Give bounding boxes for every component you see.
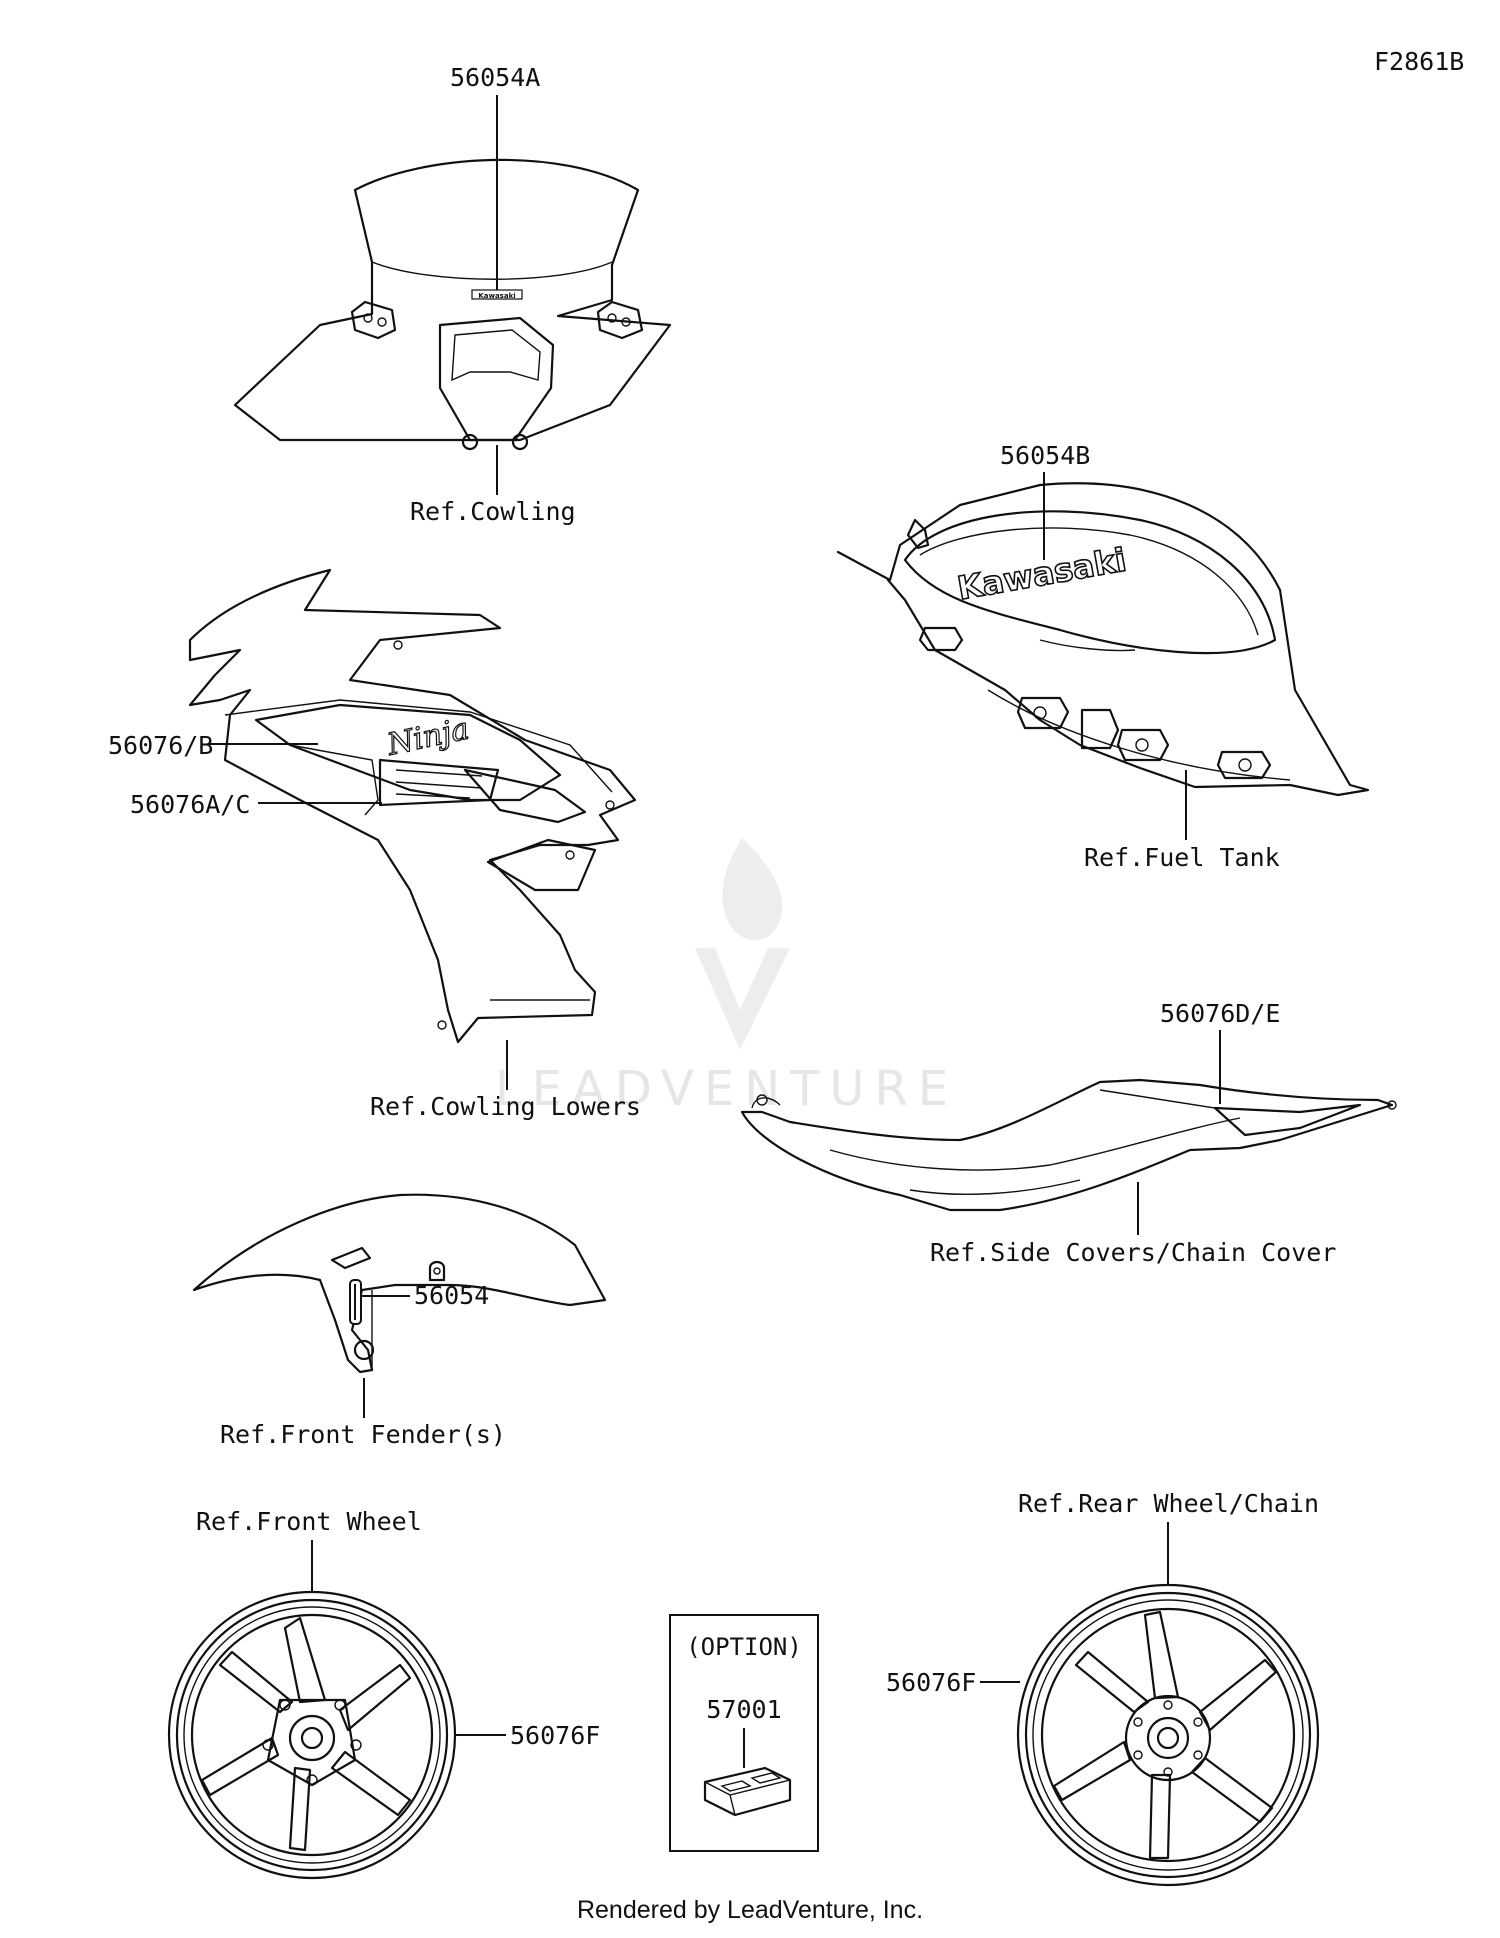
front-fender-illustration [192,1193,607,1374]
callout-tank-part: 56054B [1000,441,1090,470]
watermark-logo [695,838,790,1050]
footer-credit: Rendered by LeadVenture, Inc. [576,1896,924,1924]
callout-windshield-part: 56054A [450,63,540,92]
option-accessory-illustration [703,1766,792,1817]
callout-cowl-ref: Ref.Cowling Lowers [370,1092,641,1121]
callout-sidecover-part: 56076D/E [1160,999,1280,1028]
callout-fender-part: 56054 [414,1281,489,1310]
option-title: (OPTION) [686,1633,802,1661]
windshield-illustration: Kawasaki [233,158,672,451]
option-part: 57001 [706,1695,781,1724]
callout-cowl-part-1: 56076/B [108,731,213,760]
callout-tank-ref: Ref.Fuel Tank [1084,843,1280,872]
option-box [669,1614,819,1852]
front-wheel-illustration [167,1590,457,1880]
cowl-decal-logo: Ninja [383,711,472,763]
callout-front-wheel-part: 56076F [510,1721,600,1750]
callout-cowl-part-2: 56076A/C [130,790,250,819]
figure-code: F2861B [1374,47,1464,76]
callout-fender-ref: Ref.Front Fender(s) [220,1420,506,1449]
rear-wheel-illustration [1016,1583,1320,1887]
side-cover-illustration [740,1078,1397,1212]
callout-sidecover-ref: Ref.Side Covers/Chain Cover [930,1238,1336,1267]
tank-decal-logo: Kawasaki [955,541,1129,608]
windshield-decal-logo: Kawasaki [478,292,515,300]
fuel-tank-illustration: Kawasaki [836,482,1370,797]
side-cowling-illustration: Ninja [188,568,637,1044]
callout-rear-wheel-part: 56076F [886,1668,976,1697]
watermark-text: LEADVENTURE [495,1061,958,1117]
callout-rear-wheel-ref: Ref.Rear Wheel/Chain [1018,1489,1319,1518]
callout-windshield-ref: Ref.Cowling [410,497,576,526]
callout-front-wheel-ref: Ref.Front Wheel [196,1507,422,1536]
